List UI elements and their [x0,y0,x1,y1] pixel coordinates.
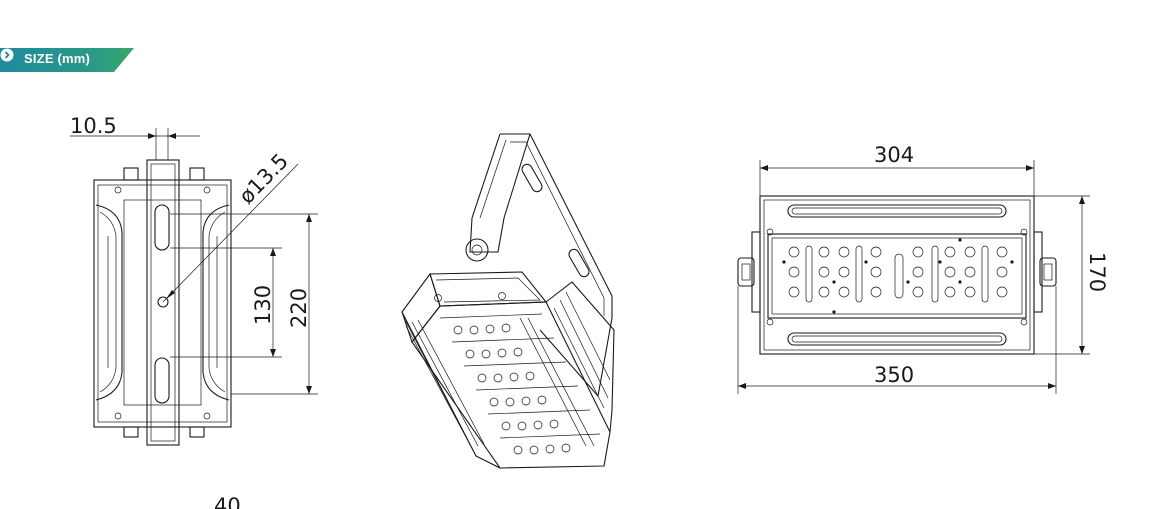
badge-label: SIZE (mm) [24,51,91,66]
dim-height-label: 170 [1085,252,1109,292]
side-view: 10.5 ø13.5 130 220 40 [70,114,318,509]
size-badge: SIZE (mm) [0,48,134,72]
dim-bottom-label: 350 [874,363,914,387]
isometric-view [401,133,615,469]
dim-inner-label: 130 [251,285,275,325]
chevron-right-circle-icon [0,48,14,62]
dim-top-label: 304 [874,143,914,167]
dim-outer-label: 220 [287,288,311,328]
badge-shape [0,48,134,72]
dim-width-label: 10.5 [70,114,117,138]
dim-bottom-label: 40 [214,494,241,509]
front-view: 304 350 170 [737,143,1109,394]
